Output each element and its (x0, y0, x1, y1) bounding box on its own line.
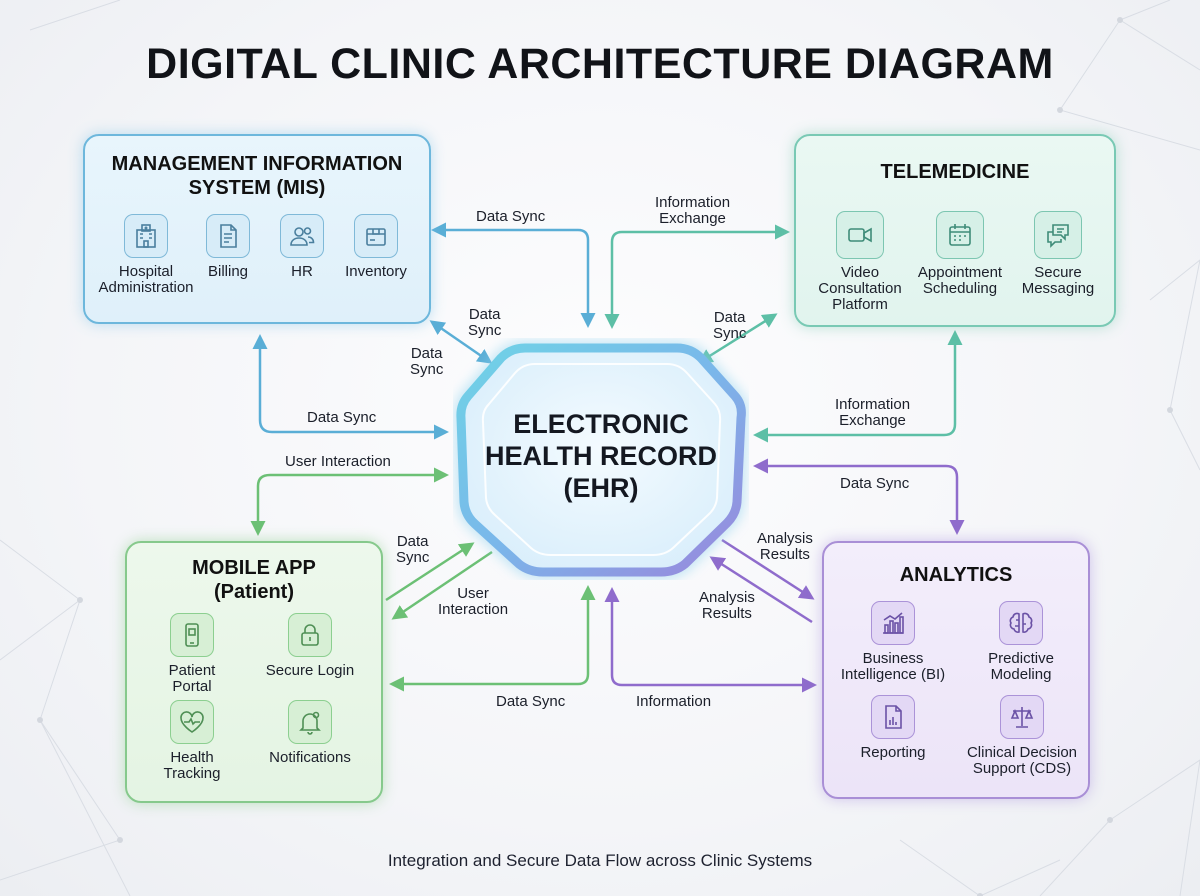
arrow-ana-side (753, 458, 965, 535)
arrow-mob-side (250, 467, 449, 536)
phone-portal-icon (170, 613, 214, 657)
arrow-ana-bottom (604, 587, 817, 693)
chat-bubbles-icon (1034, 211, 1082, 259)
arrow-label-mob-bottom: Data Sync (496, 693, 566, 710)
arrow-mis-diag (429, 320, 493, 364)
diagram-subtitle: Integration and Secure Data Flow across … (387, 851, 813, 870)
mis-item-hr[interactable]: HR (265, 214, 339, 280)
people-icon (280, 214, 324, 258)
analytics-item-reporting[interactable]: Reporting (828, 695, 958, 761)
mobile-app-title: MOBILE APP(Patient) (192, 557, 316, 603)
telemedicine-title: TELEMEDICINE (880, 161, 1030, 183)
arrow-tele-diag (697, 313, 778, 364)
arrow-label-mis-top: Data Sync (476, 208, 546, 225)
mis-item-inventory[interactable]: Inventory (339, 214, 413, 280)
bar-chart-icon (871, 601, 915, 645)
ehr-node[interactable]: ELECTRONIC HEALTH RECORD (EHR) (453, 338, 749, 580)
hospital-building-icon (124, 214, 168, 258)
arrow-label-mob-side: User Interaction (285, 453, 391, 470)
scales-icon (1000, 695, 1044, 739)
padlock-icon (288, 613, 332, 657)
brain-icon (999, 601, 1043, 645)
heart-pulse-icon (170, 700, 214, 744)
box-icon (354, 214, 398, 258)
arrow-label-ana-side: Data Sync (840, 475, 910, 492)
arrow-tele-side (753, 330, 963, 443)
mis-item-billing[interactable]: Billing (191, 214, 265, 280)
analytics-title: ANALYTICS (899, 564, 1013, 586)
bell-icon (288, 700, 332, 744)
diagram-title: DIGITAL CLINIC ARCHITECTURE DIAGRAM (146, 40, 1054, 88)
ehr-title-line3: (EHR) (563, 473, 639, 503)
arrow-tele-top (604, 224, 790, 329)
arrow-label-mis-side: Data Sync (307, 409, 377, 426)
ehr-title-line1: ELECTRONIC (513, 409, 689, 439)
arrow-label-ana-bottom: Information (636, 693, 712, 710)
arrow-mis-top (431, 222, 596, 328)
ehr-title-line2: HEALTH RECORD (485, 441, 717, 471)
report-icon (871, 695, 915, 739)
invoice-icon (206, 214, 250, 258)
mobile-item-notifications[interactable]: Notifications (255, 700, 365, 766)
arrow-mob-bottom (389, 585, 596, 692)
video-camera-icon (836, 211, 884, 259)
arrow-mis-side (252, 334, 449, 440)
mobile-item-secure-login[interactable]: Secure Login (255, 613, 365, 679)
calendar-icon (936, 211, 984, 259)
